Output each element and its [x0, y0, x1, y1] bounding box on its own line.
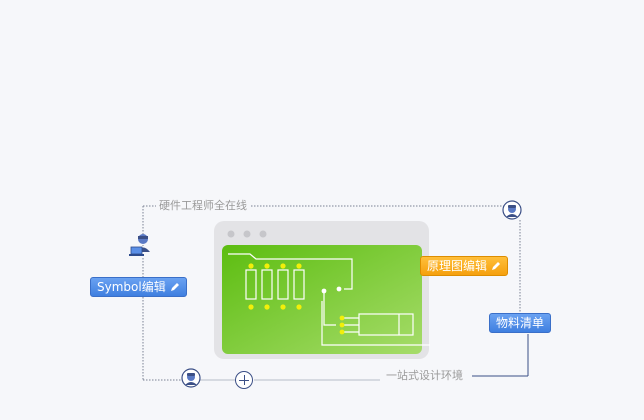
top-caption: 硬件工程师全在线 [156, 199, 250, 213]
engineer-laptop-icon [129, 234, 150, 256]
schematic-edit-label: 原理图编辑 [427, 259, 488, 273]
pencil-icon [492, 262, 501, 270]
symbol-edit-tag[interactable]: Symbol编辑 [90, 277, 187, 297]
symbol-edit-label: Symbol编辑 [97, 280, 166, 294]
engineer-avatar-icon [181, 368, 201, 388]
bottom-caption: 一站式设计环境 [383, 369, 466, 383]
schematic-edit-tag[interactable]: 原理图编辑 [420, 256, 509, 276]
bom-label: 物料清单 [496, 316, 545, 330]
pencil-icon [170, 283, 179, 291]
pcb-window [214, 221, 430, 359]
bom-tag[interactable]: 物料清单 [489, 313, 552, 333]
engineer-avatar-icon [502, 200, 522, 220]
plus-circle-icon[interactable] [235, 371, 253, 389]
